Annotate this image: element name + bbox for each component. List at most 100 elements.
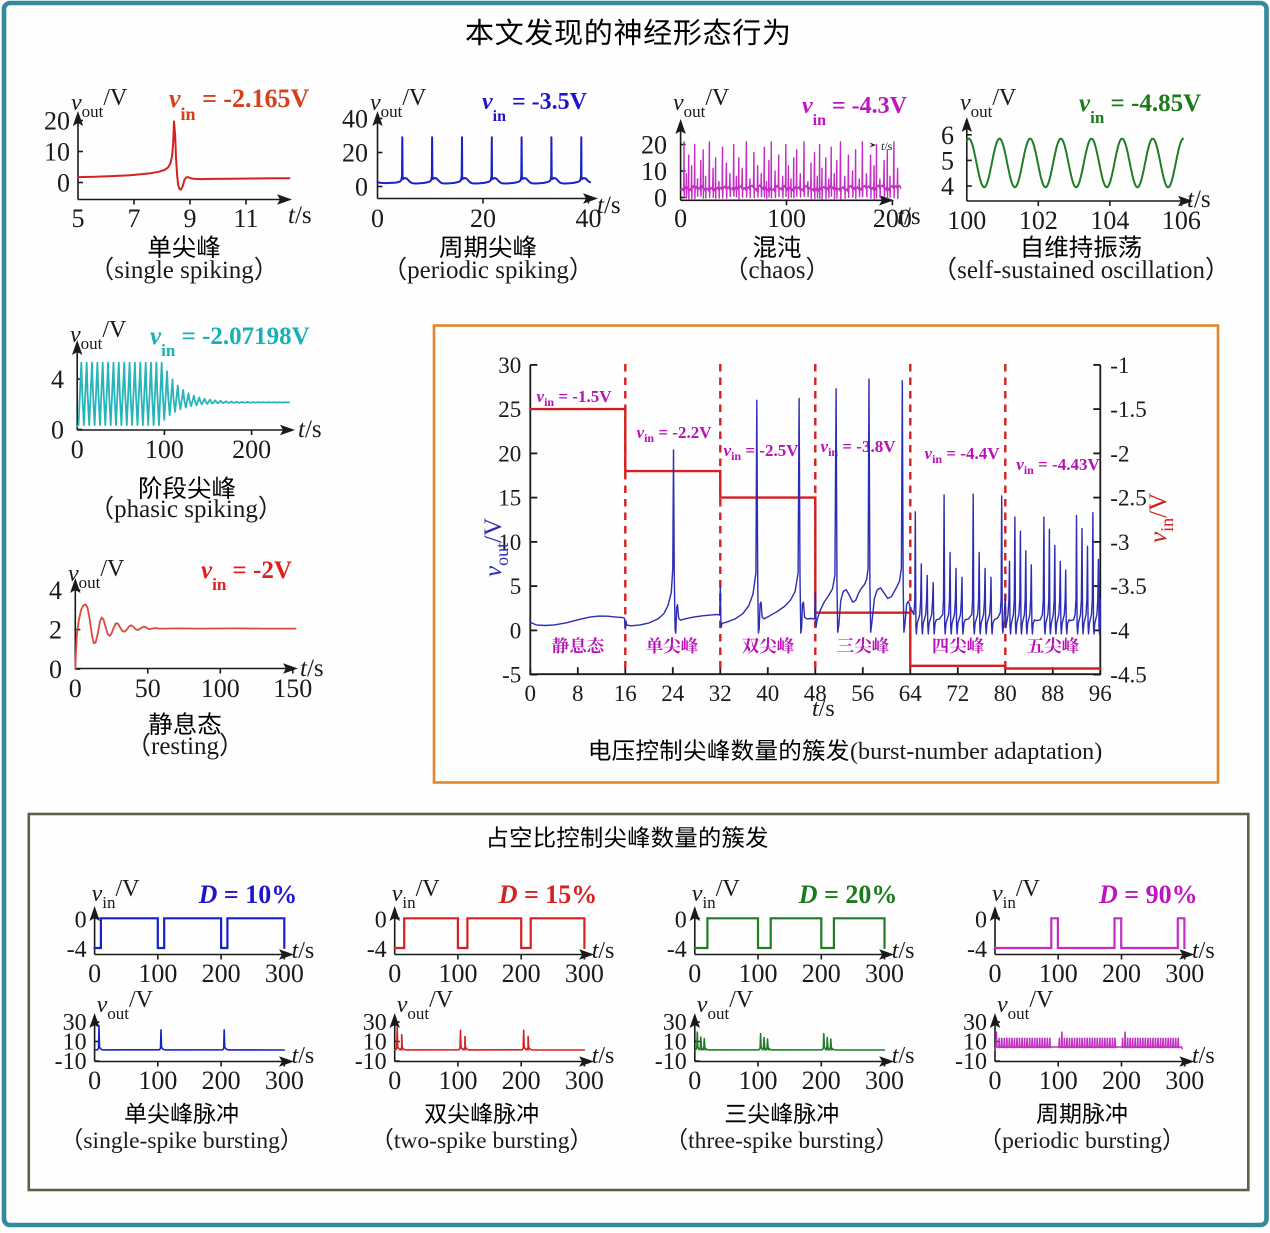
svg-text:0: 0: [989, 959, 1002, 988]
svg-text:0: 0: [510, 618, 522, 643]
svg-text:200: 200: [873, 204, 912, 233]
svg-text:vout/V: vout/V: [70, 317, 127, 353]
svg-text:0: 0: [49, 655, 62, 684]
svg-text:200: 200: [1102, 1066, 1141, 1095]
svg-text:periodic bursting: periodic bursting: [1002, 1128, 1162, 1154]
svg-text:-3: -3: [1110, 530, 1129, 555]
svg-text:300: 300: [865, 959, 904, 988]
svg-text:t/s: t/s: [292, 938, 315, 964]
svg-text:periodic spiking: periodic spiking: [407, 257, 569, 284]
svg-text:20: 20: [44, 107, 70, 136]
svg-text:two-spike bursting: two-spike bursting: [394, 1128, 570, 1154]
svg-text:vout/V: vout/V: [397, 987, 454, 1023]
svg-text:10: 10: [963, 1030, 987, 1056]
svg-text:104: 104: [1090, 206, 1129, 235]
svg-text:t/s: t/s: [1187, 186, 1211, 213]
svg-text:0: 0: [388, 959, 401, 988]
svg-text:200: 200: [502, 1066, 541, 1095]
svg-text:resting: resting: [151, 733, 220, 760]
svg-text:100: 100: [947, 206, 986, 235]
svg-text:30: 30: [363, 1010, 387, 1036]
svg-text:t/s: t/s: [812, 696, 835, 722]
svg-text:30: 30: [963, 1010, 987, 1036]
svg-text:200: 200: [802, 959, 841, 988]
svg-text:vin = -2.165V: vin = -2.165V: [169, 84, 310, 124]
svg-text:vin = -2.07198V: vin = -2.07198V: [150, 323, 310, 360]
svg-text:20: 20: [342, 139, 368, 168]
svg-text:10: 10: [363, 1030, 387, 1056]
svg-text:0: 0: [51, 416, 64, 445]
svg-text:5: 5: [510, 574, 522, 599]
svg-text:4: 4: [51, 365, 64, 394]
svg-text:80: 80: [994, 681, 1017, 706]
svg-text:25: 25: [498, 397, 521, 422]
svg-text:10: 10: [641, 157, 667, 186]
svg-text:30: 30: [498, 353, 521, 378]
svg-text:vin/V: vin/V: [92, 876, 141, 912]
svg-text:0: 0: [69, 674, 82, 703]
svg-text:0: 0: [688, 1066, 701, 1095]
svg-text:t/s: t/s: [288, 202, 312, 229]
svg-text:0: 0: [525, 681, 537, 706]
svg-text:0: 0: [355, 173, 368, 202]
svg-text:100: 100: [438, 959, 477, 988]
svg-text:10: 10: [663, 1030, 687, 1056]
svg-text:0: 0: [57, 169, 70, 198]
svg-text:0: 0: [975, 907, 987, 933]
svg-text:150: 150: [273, 674, 312, 703]
svg-text:200: 200: [202, 959, 241, 988]
svg-text:phasic spiking: phasic spiking: [114, 496, 258, 523]
svg-text:30: 30: [63, 1010, 87, 1036]
svg-text:100: 100: [739, 959, 778, 988]
svg-text:t/s: t/s: [300, 655, 324, 682]
svg-text:88: 88: [1041, 681, 1064, 706]
svg-text:100: 100: [767, 204, 806, 233]
svg-text:vin = -3.8V: vin = -3.8V: [821, 437, 897, 459]
svg-text:0: 0: [688, 959, 701, 988]
svg-text:single spiking: single spiking: [114, 257, 254, 284]
svg-text:t/s: t/s: [897, 203, 921, 230]
svg-text:vout/V: vout/V: [673, 85, 730, 121]
svg-text:100: 100: [739, 1066, 778, 1095]
svg-text:40: 40: [756, 681, 779, 706]
svg-text:100: 100: [1039, 959, 1078, 988]
svg-text:vout/V: vout/V: [997, 987, 1054, 1023]
svg-text:100: 100: [438, 1066, 477, 1095]
svg-text:9: 9: [184, 204, 197, 233]
svg-text:4: 4: [941, 172, 954, 201]
svg-text:56: 56: [851, 681, 874, 706]
svg-text:vout/V: vout/V: [97, 987, 154, 1023]
svg-text:t/s: t/s: [892, 1043, 915, 1069]
svg-text:t/s: t/s: [881, 139, 893, 153]
svg-text:(burst-number adaptation): (burst-number adaptation): [850, 739, 1102, 765]
svg-text:vout/V: vout/V: [68, 556, 125, 592]
svg-text:16: 16: [614, 681, 637, 706]
svg-text:0: 0: [88, 959, 101, 988]
svg-text:200: 200: [802, 1066, 841, 1095]
svg-text:20: 20: [470, 204, 496, 233]
svg-text:100: 100: [1039, 1066, 1078, 1095]
svg-text:10: 10: [44, 138, 70, 167]
svg-text:72: 72: [946, 681, 969, 706]
svg-text:5: 5: [941, 146, 954, 175]
svg-text:200: 200: [202, 1066, 241, 1095]
svg-text:100: 100: [201, 674, 240, 703]
svg-text:chaos: chaos: [749, 257, 806, 284]
svg-text:t/s: t/s: [597, 192, 621, 219]
svg-text:vout/V: vout/V: [71, 85, 128, 121]
svg-text:4: 4: [49, 576, 62, 605]
svg-text:-3.5: -3.5: [1110, 574, 1146, 599]
svg-text:10: 10: [498, 530, 521, 555]
svg-text:vout/V: vout/V: [960, 85, 1017, 121]
svg-text:300: 300: [265, 1066, 304, 1095]
svg-text:-1.5: -1.5: [1110, 397, 1146, 422]
svg-text:-4.5: -4.5: [1110, 663, 1146, 688]
svg-text:32: 32: [709, 681, 732, 706]
svg-text:t/s: t/s: [592, 1043, 615, 1069]
svg-text:102: 102: [1019, 206, 1058, 235]
svg-text:2: 2: [49, 616, 62, 645]
svg-text:300: 300: [565, 959, 604, 988]
svg-text:0: 0: [388, 1066, 401, 1095]
svg-text:7: 7: [128, 204, 141, 233]
svg-text:0: 0: [989, 1066, 1002, 1095]
